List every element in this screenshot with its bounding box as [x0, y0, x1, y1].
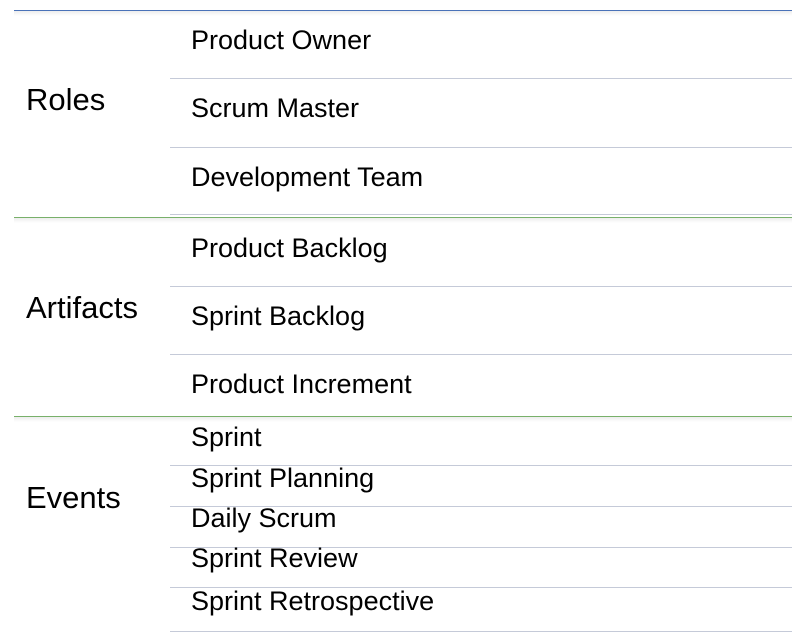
roles-item-scrum-master: Scrum Master — [191, 93, 360, 123]
item-divider — [170, 78, 792, 79]
events-item-sprint-planning: Sprint Planning — [191, 463, 375, 493]
events-item-sprint: Sprint — [191, 422, 262, 452]
artifacts-item-product-backlog: Product Backlog — [191, 233, 388, 263]
item-divider — [170, 547, 792, 548]
item-divider — [170, 214, 792, 215]
artifacts-item-sprint-backlog: Sprint Backlog — [191, 301, 366, 331]
item-divider — [170, 354, 792, 355]
roles-top-line — [14, 10, 792, 16]
item-divider — [170, 465, 792, 466]
artifacts-item-product-increment: Product Increment — [191, 369, 412, 399]
events-item-daily-scrum: Daily Scrum — [191, 503, 337, 533]
item-divider — [170, 147, 792, 148]
events-top-line — [14, 416, 792, 422]
item-divider — [170, 286, 792, 287]
artifacts-label: Artifacts — [26, 290, 138, 325]
item-divider — [170, 587, 792, 588]
roles-item-product-owner: Product Owner — [191, 25, 372, 55]
events-item-sprint-review: Sprint Review — [191, 543, 358, 573]
roles-label: Roles — [26, 82, 106, 117]
events-label: Events — [26, 480, 121, 515]
roles-item-development-team: Development Team — [191, 162, 424, 192]
artifacts-top-line — [14, 217, 792, 223]
item-divider — [170, 631, 792, 632]
item-divider — [170, 506, 792, 507]
events-item-sprint-retrospective: Sprint Retrospective — [191, 586, 435, 616]
